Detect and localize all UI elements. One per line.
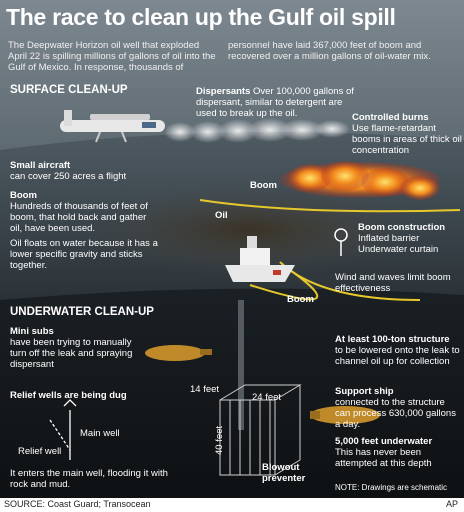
- wind-note: Wind and waves limit boom effectiveness: [335, 272, 451, 294]
- boom-text: Hundreds of thousands of feet of boom, t…: [10, 201, 148, 234]
- underwater-cleanup-heading: UNDERWATER CLEAN-UP: [10, 306, 154, 318]
- boom-construction-item-2: Underwater curtain: [358, 244, 439, 255]
- depth-text: This has never been attempted at this de…: [335, 447, 432, 469]
- relief-well-diagram: [49, 399, 77, 460]
- structure-label: At least 100-ton structure: [335, 334, 450, 345]
- boom-tag-top: Boom: [250, 180, 277, 191]
- controlled-burns-text: Use flame-retardant booms in areas of th…: [352, 123, 462, 156]
- dimension-14-feet: 14 feet: [190, 384, 220, 395]
- boom-text-2: Oil floats on water because it has a low…: [10, 238, 158, 271]
- infographic-title: The race to clean up the Gulf oil spill: [6, 4, 396, 30]
- boom-construction-block: Boom construction Inflated barrier Under…: [358, 222, 458, 255]
- coast-guard-boat-icon: [225, 236, 295, 282]
- dispersants-label: Dispersants: [196, 86, 251, 97]
- boom-construction-label: Boom construction: [358, 222, 446, 233]
- footer-bar: [0, 498, 464, 512]
- dispersants-text: Over 100,000 gallons of dispersant, simi…: [196, 86, 354, 119]
- dispersant-spray: [164, 118, 350, 143]
- dispersants-block: Dispersants Over 100,000 gallons of disp…: [196, 86, 356, 119]
- structure-block: At least 100-ton structure to be lowered…: [335, 334, 460, 367]
- main-well-label: Main well: [80, 428, 120, 439]
- mini-subs-label: Mini subs: [10, 326, 54, 337]
- relief-wells-text: It enters the main well, flooding it wit…: [10, 468, 168, 490]
- containment-structure-icon: [219, 384, 302, 476]
- oil-tag: Oil: [215, 210, 228, 221]
- relief-wells-label: Relief wells are being dug: [10, 390, 127, 401]
- mini-subs-block: Mini subs have been trying to manually t…: [10, 326, 140, 370]
- dimension-24-feet: 24 feet: [252, 392, 282, 403]
- boom-line: [199, 199, 461, 213]
- boom-line: [249, 269, 319, 301]
- note-text: NOTE: Drawings are schematic: [335, 483, 448, 492]
- surface-cleanup-heading: SURFACE CLEAN-UP: [10, 84, 128, 96]
- source-text: SOURCE: Coast Guard; Transocean: [4, 499, 151, 509]
- dimension-40-feet: 40 feet: [214, 425, 226, 456]
- aircraft-text: can cover 250 acres a flight: [10, 171, 127, 182]
- riser-pipe: [238, 300, 244, 430]
- controlled-burns-block: Controlled burns Use flame-retardant boo…: [352, 112, 462, 156]
- support-ship-label: Support ship: [335, 386, 394, 397]
- blowout-preventer-label: Blowout preventer: [262, 462, 306, 484]
- boom-label: Boom: [10, 190, 37, 201]
- mini-sub-icon: [145, 345, 212, 361]
- boom-block: Boom Hundreds of thousands of feet of bo…: [10, 190, 160, 271]
- credit-text: AP: [445, 499, 458, 509]
- aircraft-block: Small aircraft can cover 250 acres a fli…: [10, 160, 160, 182]
- intro-text-right: personnel have laid 367,000 feet of boom…: [228, 40, 431, 62]
- controlled-burns-label: Controlled burns: [352, 112, 429, 123]
- structure-text: to be lowered onto the leak to channel o…: [335, 345, 460, 367]
- support-ship-block: Support ship connected to the structure …: [335, 386, 460, 430]
- support-vessel-icon: [310, 406, 380, 424]
- mini-subs-text: have been trying to manually turn off th…: [10, 337, 133, 370]
- aircraft-label: Small aircraft: [10, 160, 71, 171]
- depth-block: 5,000 feet underwater This has never bee…: [335, 436, 460, 469]
- depth-label: 5,000 feet underwater: [335, 436, 433, 447]
- boom-construction-item-1: Inflated barrier: [358, 233, 420, 244]
- boom-tag-bottom: Boom: [287, 294, 314, 305]
- support-ship-text: connected to the structure can process 6…: [335, 397, 456, 430]
- relief-well-label: Relief well: [18, 446, 62, 457]
- intro-text-left: The Deepwater Horizon oil well that expl…: [8, 40, 216, 73]
- aircraft-icon: [60, 110, 165, 143]
- controlled-burn-flames: [280, 161, 440, 200]
